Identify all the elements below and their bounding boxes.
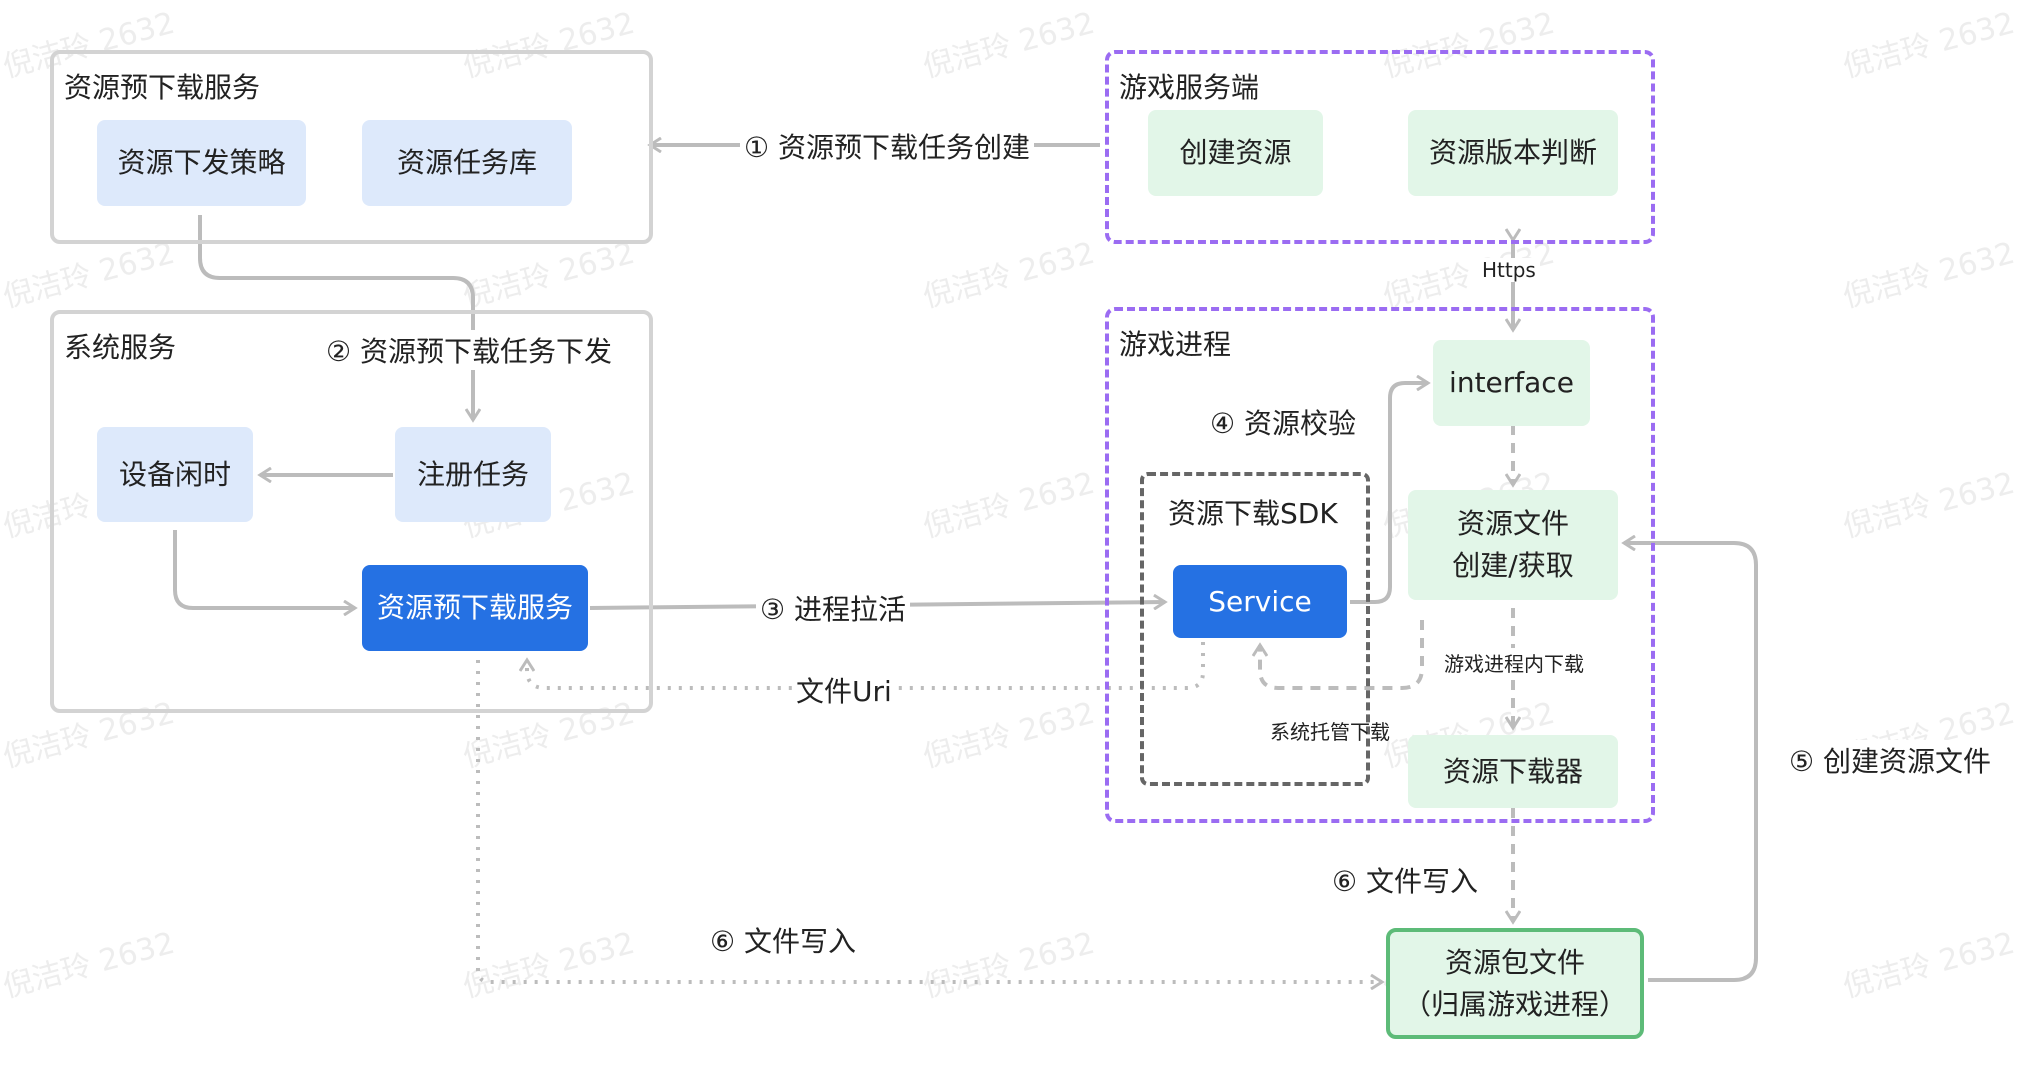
edge-label-file-write-system: ⑥ 文件写入 <box>706 920 861 960</box>
edge-label-process-wake: ③ 进程拉活 <box>756 588 911 628</box>
edge-resource-verify <box>1350 383 1428 604</box>
service-node: Service <box>1173 565 1347 638</box>
edge-file-write-system <box>476 660 1382 982</box>
edge-label-system-download: 系统托管下载 <box>1270 720 1390 744</box>
sdk-group: 资源下载SDK <box>1140 472 1370 786</box>
edge-label-in-process-download: 游戏进程内下载 <box>1440 648 1588 677</box>
preload-service-group: 资源预下载服务 <box>50 50 653 244</box>
package-file-node: 资源包文件 （归属游戏进程） <box>1386 928 1644 1039</box>
edge-label-file-write-process: ⑥ 文件写入 <box>1328 860 1483 900</box>
task-store-node: 资源任务库 <box>362 120 572 206</box>
game-server-group: 游戏服务端 <box>1105 50 1655 244</box>
edge-idle-preload <box>173 530 355 608</box>
edge-label-create-file: ⑤ 创建资源文件 <box>1785 740 1996 780</box>
version-check-node: 资源版本判断 <box>1408 110 1618 196</box>
system-service-group: 系统服务 <box>50 310 653 713</box>
file-create-node: 资源文件 创建/获取 <box>1408 490 1618 600</box>
device-idle-node: 设备闲时 <box>97 427 253 522</box>
game-process-group: 游戏进程 <box>1105 307 1655 823</box>
interface-node: interface <box>1433 340 1590 426</box>
edge-task-dispatch <box>198 215 473 420</box>
game-process-group-title: 游戏进程 <box>1119 328 1232 361</box>
edge-label-task-create: ① 资源预下载任务创建 <box>740 126 1035 166</box>
system-service-group-title: 系统服务 <box>64 331 177 364</box>
register-task-node: 注册任务 <box>395 427 551 522</box>
edge-label-https: Https <box>1478 258 1540 282</box>
preload-service-node: 资源预下载服务 <box>362 565 588 651</box>
edge-label-file-uri: 文件Uri <box>792 670 896 710</box>
edge-system-download <box>1260 620 1424 690</box>
edge-create-file <box>1624 543 1758 982</box>
edge-label-resource-verify: ④ 资源校验 <box>1206 402 1361 442</box>
game-server-group-title: 游戏服务端 <box>1119 71 1260 104</box>
preload-service-group-title: 资源预下载服务 <box>64 71 261 104</box>
downloader-node: 资源下载器 <box>1408 735 1618 808</box>
create-resource-node: 创建资源 <box>1148 110 1323 196</box>
dispatch-policy-node: 资源下发策略 <box>97 120 306 206</box>
sdk-group-title: 资源下载SDK <box>1168 497 1338 530</box>
edge-label-task-dispatch: ② 资源预下载任务下发 <box>322 330 617 370</box>
